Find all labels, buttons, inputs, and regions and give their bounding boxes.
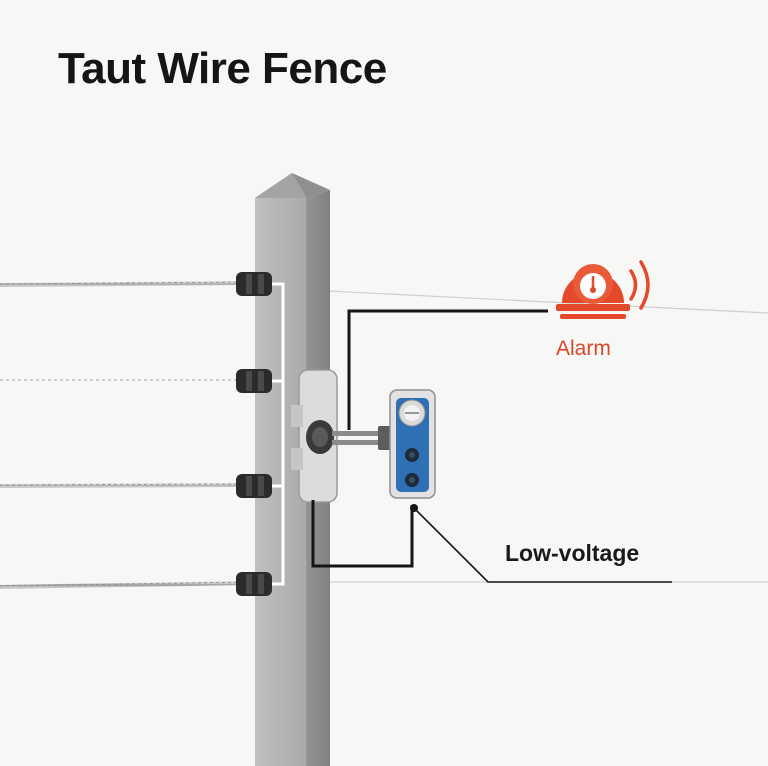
alarm-label: Alarm <box>556 337 611 360</box>
diagram-title: Taut Wire Fence <box>58 44 387 93</box>
alarm-siren-icon <box>556 260 650 319</box>
insulator-1 <box>236 272 272 296</box>
fence-wire-1 <box>0 281 249 287</box>
fence-wire-4 <box>0 581 249 589</box>
insulator-3 <box>236 474 272 498</box>
insulator-2 <box>236 369 272 393</box>
low-voltage-leader <box>413 507 672 583</box>
low-voltage-cable <box>311 500 414 568</box>
fence-wires <box>0 281 249 589</box>
fence-wire-3 <box>0 483 249 488</box>
sensor-mount-bracket <box>291 369 392 503</box>
wire-insulators <box>236 272 272 596</box>
tension-link-rod <box>268 282 285 586</box>
alarm-cable <box>347 309 548 430</box>
insulator-4 <box>236 572 272 596</box>
low-voltage-label: Low-voltage <box>505 540 640 566</box>
signal-cables <box>311 309 672 583</box>
sensor-unit-icon <box>389 389 436 499</box>
